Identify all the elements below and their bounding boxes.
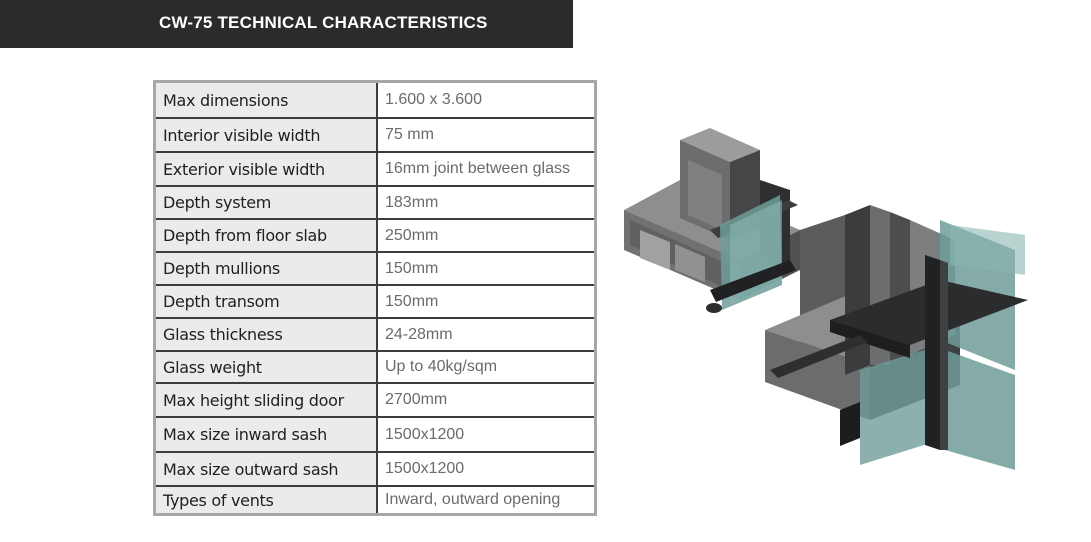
spec-label: Depth from floor slab [156,220,378,251]
spec-label: Depth transom [156,286,378,317]
spec-value: 183mm [378,187,594,218]
spec-label: Glass weight [156,352,378,382]
spec-value: Inward, outward opening [378,487,594,513]
spec-value: 2700mm [378,384,594,416]
spec-label: Max dimensions [156,83,378,117]
spec-label: Glass thickness [156,319,378,350]
page-title: CW-75 TECHNICAL CHARACTERISTICS [159,13,488,32]
spec-row: Glass thickness 24-28mm [156,319,594,352]
spec-value: 250mm [378,220,594,251]
spec-value: 150mm [378,253,594,284]
spec-value: 75 mm [378,119,594,151]
spec-label: Types of vents [156,487,378,513]
spec-row: Max size inward sash 1500x1200 [156,418,594,453]
spec-label: Max size outward sash [156,453,378,485]
spec-row: Exterior visible width 16mm joint betwee… [156,153,594,187]
spec-row: Interior visible width 75 mm [156,119,594,153]
spec-row: Depth system 183mm [156,187,594,220]
mullion-transom-section [765,205,1028,470]
spec-value: 24-28mm [378,319,594,350]
spec-value: 1500x1200 [378,418,594,451]
curtain-wall-profile-illustration [610,120,1050,490]
spec-label: Depth system [156,187,378,218]
spec-label: Interior visible width [156,119,378,151]
spec-row: Depth transom 150mm [156,286,594,319]
spec-row: Max height sliding door 2700mm [156,384,594,418]
spec-label: Max size inward sash [156,418,378,451]
spec-row: Depth from floor slab 250mm [156,220,594,253]
spec-value: 1500x1200 [378,453,594,485]
spec-value: 1.600 x 3.600 [378,83,594,117]
spec-row: Types of vents Inward, outward opening [156,487,594,513]
header-bar: CW-75 TECHNICAL CHARACTERISTICS [0,0,573,48]
spec-row: Max dimensions 1.600 x 3.600 [156,83,594,119]
spec-row: Max size outward sash 1500x1200 [156,453,594,487]
transom-profile-section [624,128,800,313]
spec-label: Max height sliding door [156,384,378,416]
spec-row: Glass weight Up to 40kg/sqm [156,352,594,384]
spec-value: 16mm joint between glass [378,153,594,185]
spec-table: Max dimensions 1.600 x 3.600 Interior vi… [153,80,597,516]
spec-row: Depth mullions 150mm [156,253,594,286]
spec-label: Depth mullions [156,253,378,284]
spec-value: Up to 40kg/sqm [378,352,594,382]
spec-label: Exterior visible width [156,153,378,185]
spec-value: 150mm [378,286,594,317]
